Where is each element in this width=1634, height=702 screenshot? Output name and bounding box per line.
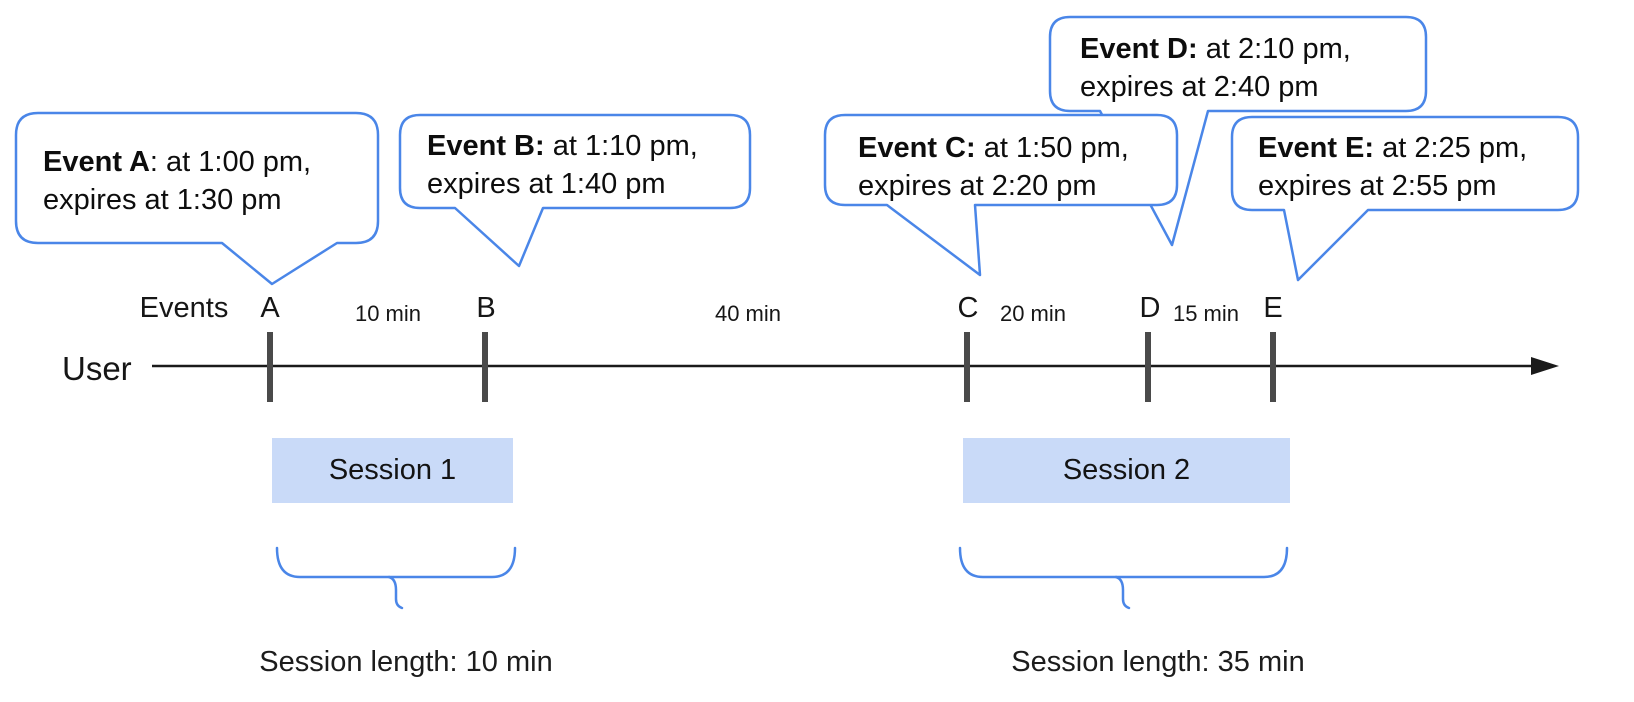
- tick-label-a: A: [260, 292, 280, 324]
- bubble-b-title: Event B:: [427, 130, 545, 162]
- bubble-e-line1: Event E: at 2:25 pm,: [1258, 129, 1527, 167]
- interval-label-d-e: 15 min: [1172, 301, 1240, 326]
- session-1-box: Session 1: [272, 438, 513, 503]
- session1-length-label: Session length: 10 min: [259, 646, 553, 678]
- bubble-d-line2: expires at 2:40 pm: [1080, 71, 1319, 103]
- bubble-b-time: at 1:10 pm,: [544, 130, 698, 162]
- interval-label-c-d: 20 min: [999, 301, 1067, 326]
- bubble-text-b: Event B: at 1:10 pm, expires at 1:40 pm: [427, 127, 698, 203]
- tick-label-b: B: [476, 292, 496, 324]
- bubble-text-e: Event E: at 2:25 pm, expires at 2:55 pm: [1258, 129, 1527, 205]
- bubble-a-title: Event A: [43, 146, 150, 178]
- session2-length-label: Session length: 35 min: [1011, 646, 1305, 678]
- session2-brace-bar: [958, 546, 1289, 579]
- bubble-b-line2: expires at 1:40 pm: [427, 168, 666, 200]
- session1-brace-bar: [275, 546, 517, 579]
- bubble-c-line2: expires at 2:20 pm: [858, 170, 1097, 202]
- bubble-d-title: Event D:: [1080, 33, 1198, 65]
- bubble-shape-c: [823, 113, 1179, 277]
- bubble-d-time: at 2:10 pm,: [1197, 33, 1351, 65]
- tick-label-e: E: [1263, 292, 1283, 324]
- bubble-shape-a: [14, 111, 380, 286]
- bubble-text-a: Event A: at 1:00 pm, expires at 1:30 pm: [43, 143, 311, 219]
- bubble-c-title: Event C:: [858, 132, 976, 164]
- bubble-a-line2: expires at 1:30 pm: [43, 184, 282, 216]
- session1-brace-tail: [387, 575, 404, 610]
- events-axis-label: Events: [139, 292, 229, 324]
- tick-a: [267, 332, 273, 402]
- session-2-label: Session 2: [1062, 454, 1191, 486]
- bubble-text-d: Event D: at 2:10 pm, expires at 2:40 pm: [1080, 30, 1351, 106]
- tick-b: [482, 332, 488, 402]
- tick-e: [1270, 332, 1276, 402]
- bubble-a-time: : at 1:00 pm,: [149, 146, 312, 178]
- bubble-e-title: Event E:: [1258, 132, 1375, 164]
- bubble-a-line1: Event A: at 1:00 pm,: [43, 143, 311, 181]
- session2-brace-tail: [1114, 575, 1131, 610]
- session-2-box: Session 2: [963, 438, 1290, 503]
- bubble-c-time: at 1:50 pm,: [975, 132, 1129, 164]
- interval-label-a-b: 10 min: [354, 301, 422, 326]
- tick-label-d: D: [1139, 292, 1161, 324]
- tick-c: [964, 332, 970, 402]
- user-axis-label: User: [62, 350, 132, 387]
- timeline-arrowhead: [1531, 357, 1559, 375]
- session-1-label: Session 1: [328, 454, 457, 486]
- tick-label-c: C: [957, 292, 979, 324]
- bubble-text-c: Event C: at 1:50 pm, expires at 2:20 pm: [858, 129, 1129, 205]
- bubble-shape-b: [398, 113, 752, 268]
- bubble-d-line1: Event D: at 2:10 pm,: [1080, 30, 1351, 68]
- bubble-shape-e: [1230, 115, 1580, 282]
- bubble-b-line1: Event B: at 1:10 pm,: [427, 127, 698, 165]
- bubble-e-line2: expires at 2:55 pm: [1258, 170, 1497, 202]
- bubble-e-time: at 2:25 pm,: [1374, 132, 1528, 164]
- bubble-c-line1: Event C: at 1:50 pm,: [858, 129, 1129, 167]
- tick-d: [1145, 332, 1151, 402]
- interval-label-b-c: 40 min: [714, 301, 782, 326]
